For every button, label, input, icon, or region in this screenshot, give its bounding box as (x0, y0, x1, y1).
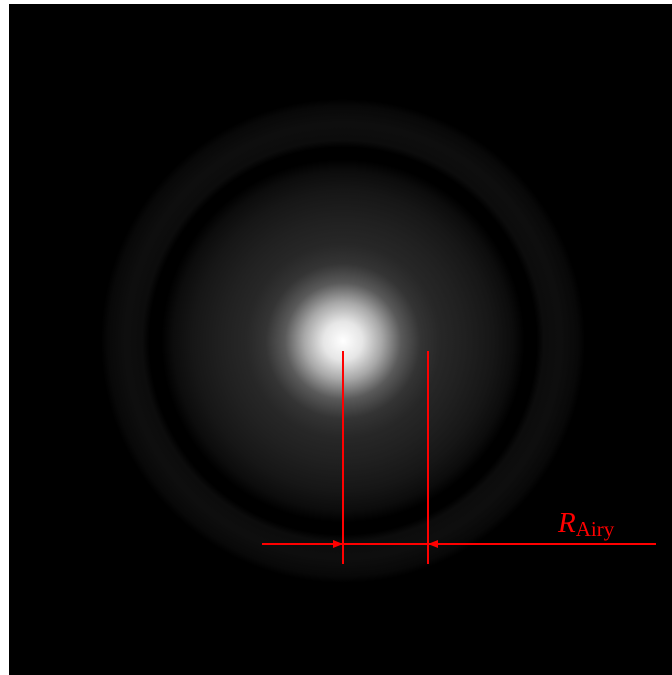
radius-symbol: R (557, 507, 576, 539)
airy-disk (101, 99, 585, 583)
radius-label: RAiry (557, 507, 615, 541)
airy-disk-figure: RAiry (9, 4, 672, 675)
airy-pattern-canvas: RAiry (9, 4, 672, 675)
radius-subscript: Airy (576, 517, 615, 541)
